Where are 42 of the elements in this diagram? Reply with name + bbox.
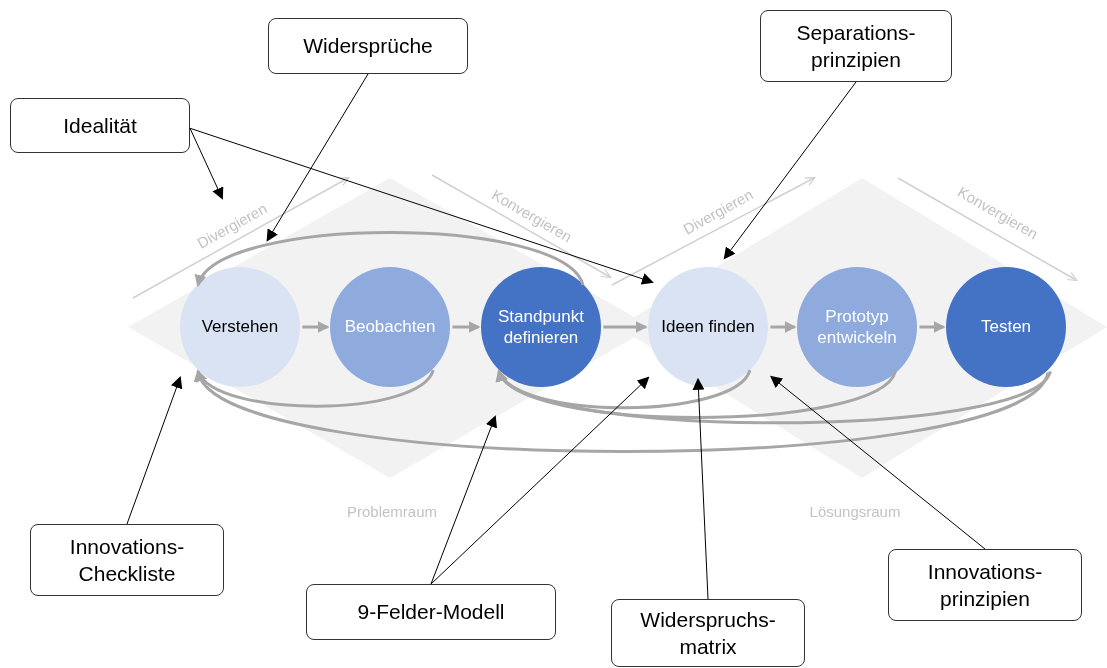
flow-arrow [919, 321, 946, 333]
callout-text: Innovations- prinzipien [926, 558, 1044, 612]
area-label: Problemraum [347, 501, 437, 522]
callout-text: Innovations- Checkliste [68, 533, 186, 587]
flow-arrow [196, 231, 585, 287]
callout-box [268, 18, 468, 74]
leader-arrow [770, 375, 986, 550]
leader-arrow [189, 127, 224, 200]
leader-arrow [189, 127, 654, 285]
callout-text: Idealität [63, 112, 137, 139]
flow-arrow [497, 369, 752, 410]
leader-arrow [692, 377, 709, 600]
callout-box [30, 524, 224, 596]
leader-arrow [430, 415, 497, 585]
flow-arrow [452, 321, 481, 333]
callout-box [611, 599, 805, 667]
callout-text: 9-Felder-Modell [357, 599, 505, 626]
callout-text: Widerspruchs- matrix [639, 606, 777, 660]
step-label: Verstehen [201, 316, 279, 338]
flow-arrow [603, 321, 648, 333]
callout-text: Separations- prinzipien [795, 19, 917, 73]
step-label: Prototyp entwickeln [816, 305, 898, 349]
flow-arrow [497, 369, 1052, 425]
leader-arrow [723, 81, 857, 260]
leader-arrow [126, 376, 183, 525]
step-label: Testen [980, 316, 1032, 338]
callout-box [760, 10, 952, 82]
callout-box [888, 549, 1082, 621]
flow-arrow [196, 369, 1050, 453]
area-label: Lösungsraum [809, 501, 901, 522]
leader-arrow [430, 376, 650, 585]
flow-arrow [497, 369, 897, 420]
flow-arrow [770, 321, 797, 333]
step-label: Beobachten [344, 316, 436, 338]
callout-text: Widersprüche [303, 33, 433, 60]
step-label: Ideen finden [661, 316, 755, 338]
flow-arrow [302, 321, 330, 333]
leader-arrow [266, 73, 369, 242]
step-label: Standpunkt definieren [497, 305, 585, 349]
callout-box [306, 584, 556, 640]
flow-arrow [196, 369, 435, 408]
callout-box [10, 98, 190, 153]
